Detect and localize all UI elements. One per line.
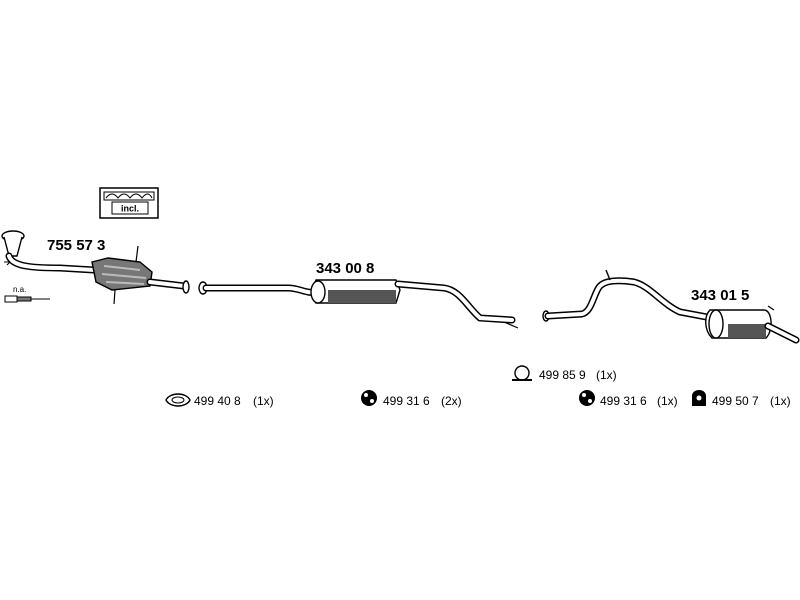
front-pipe-assembly: n.a.: [1, 230, 190, 305]
accessory-qty: (2x): [441, 394, 462, 408]
accessory-code: 499 85 9: [539, 368, 586, 382]
accessory-code: 499 40 8: [194, 394, 241, 408]
accessory-qty: (1x): [253, 394, 274, 408]
rubber-mount-icon: [579, 390, 595, 406]
accessory-code: 499 31 6: [600, 394, 647, 408]
rear-silencer-part-number: 343 01 5: [691, 287, 749, 304]
rear-silencer-assembly: [542, 269, 800, 344]
rubber-mount-icon: [361, 390, 377, 406]
middle-silencer-part-number: 343 00 8: [316, 260, 374, 277]
front-pipe-part-number: 755 57 3: [47, 237, 105, 254]
clamp-icon: [512, 365, 532, 381]
accessory-qty: (1x): [770, 394, 791, 408]
accessory-qty: (1x): [596, 368, 617, 382]
na-label: n.a.: [13, 285, 26, 294]
lambda-sensor-icon: [4, 295, 50, 303]
incl-label: incl.: [121, 204, 139, 214]
ring-gasket-icon: [165, 393, 191, 407]
hanger-mount-icon: [692, 390, 706, 406]
accessory-code: 499 50 7: [712, 394, 759, 408]
included-kit-box: incl.: [99, 187, 159, 219]
accessory-qty: (1x): [657, 394, 678, 408]
middle-silencer-assembly: [198, 279, 519, 329]
accessory-code: 499 31 6: [383, 394, 430, 408]
